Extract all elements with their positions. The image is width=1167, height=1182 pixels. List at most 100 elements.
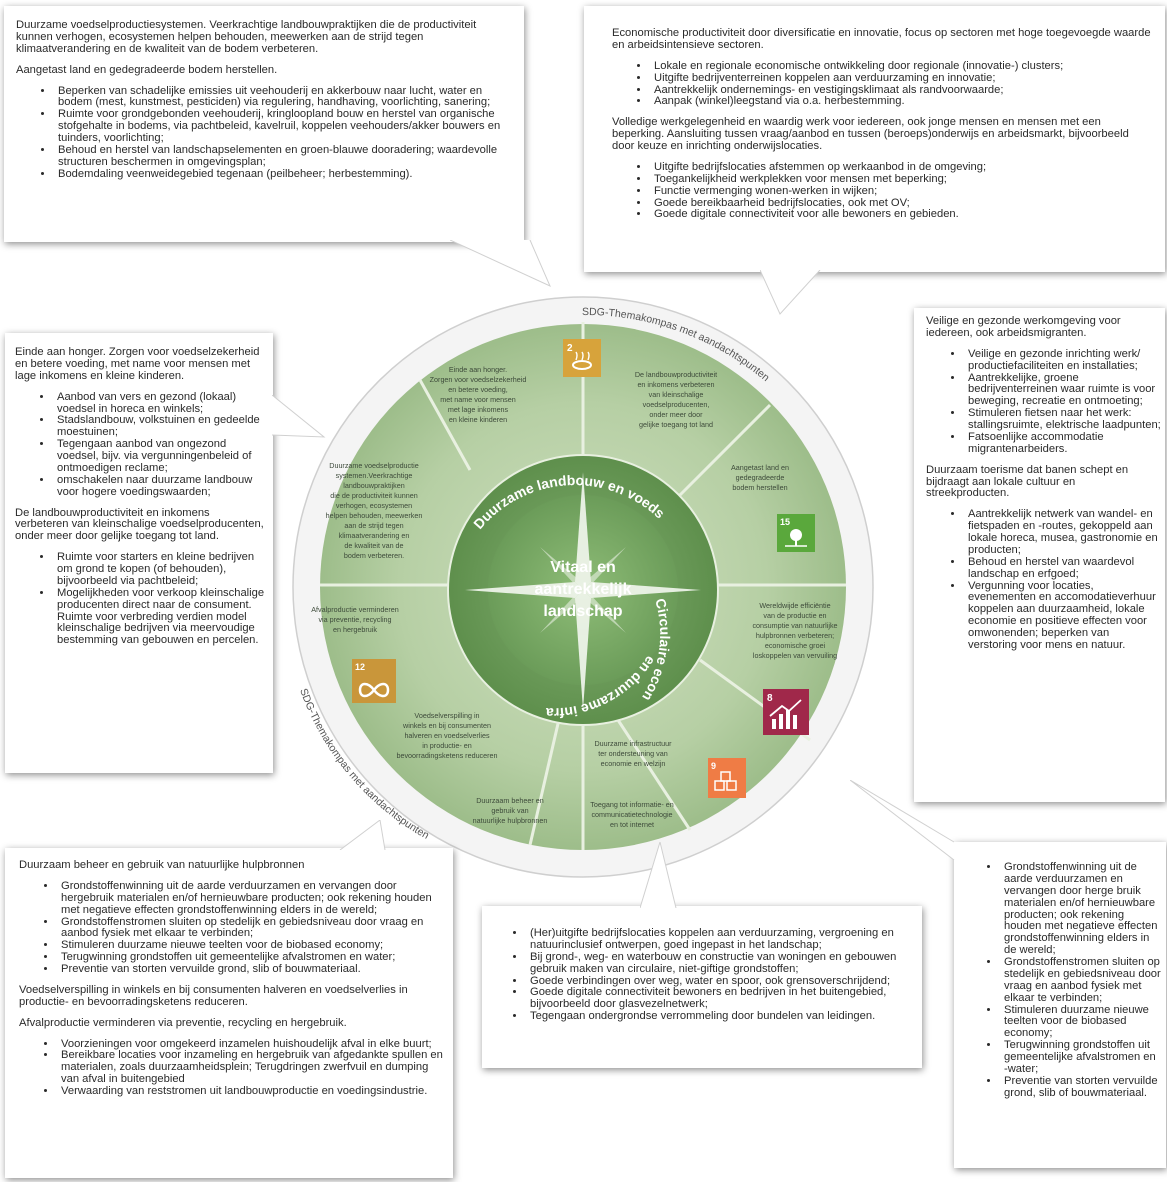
segment-text-line: verhogen, ecosystemen — [336, 501, 412, 510]
list-item: Grondstoffenstromen sluiten op stedelijk… — [57, 916, 443, 941]
list-item: Uitgifte bedrijfslocaties afstemmen op w… — [650, 161, 1151, 174]
callout-list: Aanbod van vers en gezond (lokaal) voeds… — [15, 391, 265, 499]
list-item: Vergunning voor locaties, evenementen en… — [964, 580, 1161, 652]
svg-text:8: 8 — [767, 693, 773, 704]
list-item: Goede digitale connectiviteit voor alle … — [650, 209, 1151, 221]
segment-text-line: in productie- en — [422, 741, 472, 750]
segment-text-line: halveren en voedselverlies — [404, 731, 490, 740]
callout-paragraph: Duurzame voedselproductiesystemen. Veerk… — [16, 19, 477, 55]
segment-text-line: hulpbronnen verbeteren; — [756, 631, 834, 640]
segment-text-1: Einde aan honger.Zorgen voor voedselzeke… — [430, 365, 527, 424]
segment-text-line: en kleine kinderen — [449, 415, 507, 424]
segment-text-line: economie en welzijn — [601, 759, 666, 768]
list-item: Stadslandbouw, volkstuinen en gedeelde m… — [53, 415, 265, 439]
segment-text-line: en hergebruik — [333, 625, 377, 634]
list-item: Functie vermenging wonen-werken in wijke… — [650, 185, 1151, 198]
list-item: Veilige en gezonde inrichting werk/ prod… — [964, 348, 1161, 373]
segment-text-line: Toegang tot informatie- en — [590, 800, 674, 809]
callout-bottom-right: Grondstoffenwinning uit de aarde verduur… — [954, 842, 1166, 1168]
segment-text-line: die de productiviteit kunnen — [330, 491, 418, 500]
segment-text-line: Afvalproductie verminderen — [311, 605, 399, 614]
segment-text-line: voedselproducenten, — [643, 400, 710, 409]
list-item: Terugwinning grondstoffen uit gemeenteli… — [57, 951, 443, 964]
list-item: Goede digitale connectiviteit bewoners e… — [526, 987, 914, 1011]
list-item: Preventie van storten vervuilde grond, s… — [57, 963, 443, 976]
callout-tail — [450, 240, 551, 288]
sdg15-icon: 15 — [777, 514, 815, 552]
callout-tail — [760, 270, 821, 315]
list-item: Voorzieningen voor omgekeerd inzamelen h… — [57, 1038, 443, 1051]
list-item: Grondstoffenwinning uit de aarde verduur… — [1000, 861, 1162, 957]
list-item: Preventie van storten vervuilde grond, s… — [1000, 1075, 1162, 1100]
callout-paragraph: Veilige en gezonde werkomgeving voor ied… — [926, 315, 1121, 339]
segment-text-line: Duurzame infrastructuur — [594, 739, 672, 748]
segment-text-line: aan de strijd tegen — [344, 521, 403, 530]
segment-text-line: met name voor mensen — [440, 395, 516, 404]
callout-paragraph: Duurzaam toerisme dat banen schept en bi… — [926, 463, 1129, 500]
list-item: Bij grond-, weg- en waterbouw en constru… — [526, 951, 914, 976]
list-item: Uitgifte bedrijventerreinen koppelen aan… — [650, 72, 1151, 85]
list-item: Verwaarding van reststromen uit landbouw… — [57, 1085, 443, 1098]
callout-list: Lokale en regionale economische ontwikke… — [612, 60, 1151, 109]
sdg2-icon: 2 — [563, 339, 601, 377]
list-item: Fatsoenlijke accommodatie migrantenarbei… — [964, 431, 1161, 456]
list-item: Stimuleren fietsen naar het werk: stalli… — [964, 407, 1161, 432]
list-item: Stimuleren duurzame nieuwe teelten voor … — [57, 939, 443, 952]
svg-text:9: 9 — [711, 761, 716, 771]
segment-text-line: Voedselverspilling in — [414, 711, 479, 720]
list-item: Goede verbindingen over weg, water en sp… — [526, 975, 914, 988]
segment-text-line: gebruik van — [491, 806, 528, 815]
callout-paragraph: Einde aan honger. Zorgen voor voedselzek… — [15, 346, 260, 382]
segment-text-line: bevoorradingsketens reduceren — [396, 751, 497, 760]
segment-text-line: winkels en bij consumenten — [402, 721, 491, 730]
list-item: omschakelen naar duurzame landbouw voor … — [53, 474, 265, 499]
list-item: Mogelijkheden voor verkoop kleinschalige… — [53, 587, 265, 647]
list-item: Aanbod van vers en gezond (lokaal) voeds… — [53, 391, 265, 416]
segment-text-line: loskoppelen van vervuiling — [753, 651, 837, 660]
segment-text-line: klimaatverandering en — [339, 531, 410, 540]
segment-text-line: Duurzaam beheer en — [476, 796, 544, 805]
segment-text-line: Duurzame voedselproductie — [329, 461, 419, 470]
segment-text-line: de kwaliteit van de — [344, 541, 403, 550]
segment-text-line: consumptie van natuurlijke — [752, 621, 837, 630]
segment-text-line: bodem verbeteren. — [344, 551, 404, 560]
callout-tail — [850, 780, 955, 860]
segment-text-line: van kleinschalige — [649, 390, 704, 399]
callout-mid-left: Einde aan honger. Zorgen voor voedselzek… — [5, 333, 273, 773]
list-item: Ruimte voor grondgebonden veehouderij, k… — [54, 108, 506, 145]
segment-text-line: gedegradeerde — [736, 473, 785, 482]
list-item: Bodemdaling veenweidegebied tegenaan (pe… — [54, 168, 506, 181]
list-item: (Her)uitgifte bedrijfslocaties koppelen … — [526, 927, 914, 952]
segment-text-line: Einde aan honger. — [449, 365, 507, 374]
svg-text:12: 12 — [355, 662, 365, 672]
list-item: Toegankelijkheid werkplekken voor mensen… — [650, 173, 1151, 186]
list-item: Behoud en herstel van waardevol landscha… — [964, 556, 1161, 581]
callout-top-left: Duurzame voedselproductiesystemen. Veerk… — [4, 6, 524, 242]
callout-paragraph: Economische productiviteit door diversif… — [612, 27, 1151, 51]
segment-text-line: economische groei — [765, 641, 826, 650]
list-item: Aantrekkelijk ondernemings- en vestiging… — [650, 84, 1151, 97]
segment-text-line: gelijke toegang tot land — [639, 420, 713, 429]
segment-text-line: ter ondersteuning van — [598, 749, 668, 758]
segment-text-line: Wereldwijde efficiëntie — [759, 601, 830, 610]
segment-text-line: communicatietechnologie — [591, 810, 672, 819]
center-title-line3: landschap — [543, 603, 622, 620]
svg-text:15: 15 — [780, 517, 790, 527]
list-item: Beperken van schadelijke emissies uit ve… — [54, 85, 506, 110]
list-item: Behoud en herstel van landschapselemente… — [54, 144, 506, 169]
callout-list: Veilige en gezonde inrichting werk/ prod… — [926, 348, 1161, 456]
segment-text-line: natuurlijke hulpbronnen — [473, 816, 548, 825]
svg-text:2: 2 — [567, 343, 573, 354]
list-item: Aantrekkelijke, groene bedrijventerreine… — [964, 372, 1161, 409]
callout-paragraph: Voedselverspilling in winkels en bij con… — [19, 983, 408, 1008]
list-item: Lokale en regionale economische ontwikke… — [650, 60, 1151, 73]
list-item: Tegengaan ondergrondse verrommeling door… — [526, 1010, 914, 1023]
segment-text-line: landbouwpraktijken — [343, 481, 405, 490]
sdg9-icon: 9 — [708, 758, 746, 798]
sdg12-icon: 12 — [352, 659, 396, 703]
callout-list: Beperken van schadelijke emissies uit ve… — [16, 85, 506, 181]
